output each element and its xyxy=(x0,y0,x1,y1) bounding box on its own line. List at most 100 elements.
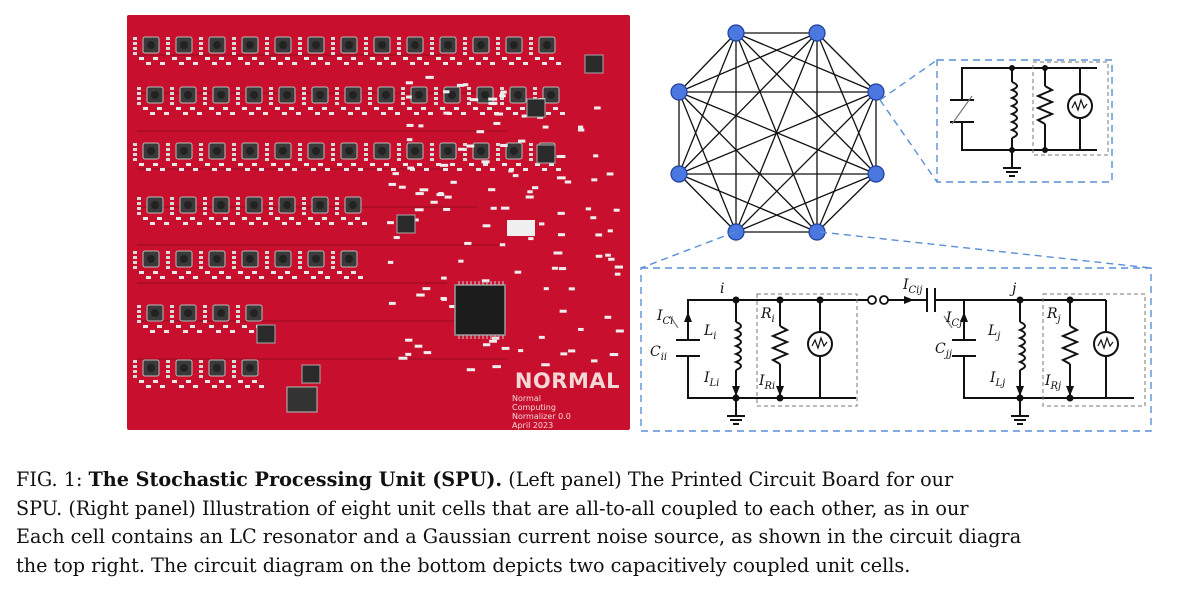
pcb-smd-part xyxy=(172,271,177,274)
pcb-smd-part xyxy=(529,153,533,156)
pcb-smd-part xyxy=(508,169,514,173)
pcb-smd-part xyxy=(344,168,349,171)
pcb-brand-label: NORMAL xyxy=(514,369,620,393)
pcb-smd-part xyxy=(488,188,496,192)
pcb-sub-label: Normal Computing Normalizer 0.0 April 20… xyxy=(512,394,582,430)
pcb-smd-part xyxy=(358,168,363,171)
graph-edge xyxy=(678,32,818,175)
pcb-smd-part xyxy=(500,87,504,90)
pcb-smd-part xyxy=(560,112,565,115)
pcb-ic xyxy=(526,98,546,118)
pcb-inductor-core xyxy=(312,147,320,155)
pcb-smd-part xyxy=(590,359,598,363)
pcb-smd-part xyxy=(436,57,441,60)
pcb-smd-part xyxy=(364,158,368,161)
label-R-j-sub: j xyxy=(1056,314,1061,325)
pcb-smd-part xyxy=(278,62,283,65)
pcb-smd-part xyxy=(395,112,400,115)
pcb-smd-part xyxy=(335,102,339,105)
pcb-smd-part xyxy=(450,180,457,184)
pcb-smd-part xyxy=(414,208,424,212)
pcb-smd-part xyxy=(245,385,250,388)
pcb-smd-part xyxy=(265,266,269,269)
pcb-inductor-core xyxy=(382,91,390,99)
pcb-inductor-core xyxy=(316,91,324,99)
pcb-smd-part xyxy=(205,57,210,60)
pcb-smd-part xyxy=(199,37,203,40)
pcb-smd-part xyxy=(430,52,434,55)
pcb-smd-part xyxy=(193,168,198,171)
pcb-smd-part xyxy=(311,168,316,171)
pcb-smd-part xyxy=(560,352,568,356)
pcb-smd-part xyxy=(269,87,273,90)
pcb-smd-part xyxy=(203,305,207,308)
pcb-inductor-core xyxy=(477,147,485,155)
pcb-smd-part xyxy=(476,62,481,65)
pcb-smd-part xyxy=(157,107,162,110)
pcb-smd-part xyxy=(252,163,257,166)
pcb-smd-part xyxy=(315,222,320,225)
figure-caption: FIG. 1: The Stochastic Processing Unit (… xyxy=(16,466,1200,580)
pcb-smd-part xyxy=(430,158,434,161)
pcb-smd-part xyxy=(137,87,141,90)
pcb-smd-part xyxy=(496,158,500,161)
pcb-smd-part xyxy=(368,97,372,100)
pcb-inductor-core xyxy=(543,41,551,49)
pcb-smd-part xyxy=(238,57,243,60)
caption-line-2: SPU. (Right panel) Illustration of eight… xyxy=(16,496,969,520)
pcb-smd-part xyxy=(302,92,306,95)
pcb-smd-part xyxy=(467,87,471,90)
pcb-smd-part xyxy=(335,97,339,100)
pcb-smd-part xyxy=(532,186,539,190)
pcb-smd-part xyxy=(525,195,534,199)
pcb-smd-part xyxy=(609,353,619,357)
pcb-ic xyxy=(256,324,276,344)
pcb-smd-part xyxy=(325,62,330,65)
pcb-smd-part xyxy=(212,62,217,65)
pcb-smd-part xyxy=(331,261,335,264)
pcb-smd-part xyxy=(406,123,414,127)
pcb-ic xyxy=(584,54,604,74)
pcb-smd-part xyxy=(401,92,405,95)
pcb-smd-part xyxy=(133,42,137,45)
pcb-smd-part xyxy=(415,192,424,196)
label-I-Li: ILi xyxy=(703,370,719,389)
pcb-smd-part xyxy=(568,287,575,291)
caption-title: The Stochastic Processing Unit (SPU). xyxy=(88,468,503,491)
pcb-smd-part xyxy=(456,83,465,87)
pcb-smd-part xyxy=(331,37,335,40)
pcb-smd-part xyxy=(416,293,425,297)
pcb-smd-part xyxy=(463,153,467,156)
pcb-smd-part xyxy=(604,315,612,319)
label-R-i: Ri xyxy=(760,306,775,325)
pcb-smd-part xyxy=(490,168,495,171)
pcb-smd-part xyxy=(417,57,422,60)
pcb-smd-part xyxy=(292,276,297,279)
pcb-smd-part xyxy=(236,315,240,318)
pcb-smd-part xyxy=(139,271,144,274)
pcb-smd-part xyxy=(137,102,141,105)
pcb-smd-part xyxy=(434,97,438,100)
pcb-smd-part xyxy=(500,143,508,147)
pcb-smd-part xyxy=(564,180,572,184)
pcb-smd-part xyxy=(325,168,330,171)
pcb-smd-part xyxy=(502,57,507,60)
pcb-smd-part xyxy=(331,42,335,45)
pcb-smd-part xyxy=(401,102,405,105)
pcb-smd-part xyxy=(463,83,469,87)
pcb-smd-part xyxy=(139,163,144,166)
pcb-smd-part xyxy=(203,315,207,318)
pcb-smd-part xyxy=(232,52,236,55)
pcb-smd-part xyxy=(529,148,533,151)
pcb-smd-part xyxy=(512,174,519,178)
pcb-smd-part xyxy=(541,363,550,367)
pcb-smd-part xyxy=(362,112,367,115)
pcb-smd-part xyxy=(236,197,240,200)
label-C-jj: Cjj xyxy=(935,341,952,360)
pcb-smd-part xyxy=(304,163,309,166)
pcb-smd-part xyxy=(308,107,313,110)
pcb-smd-part xyxy=(242,217,247,220)
pcb-inductor-core xyxy=(147,147,155,155)
pcb-smd-part xyxy=(335,212,339,215)
pcb-smd-part xyxy=(331,52,335,55)
